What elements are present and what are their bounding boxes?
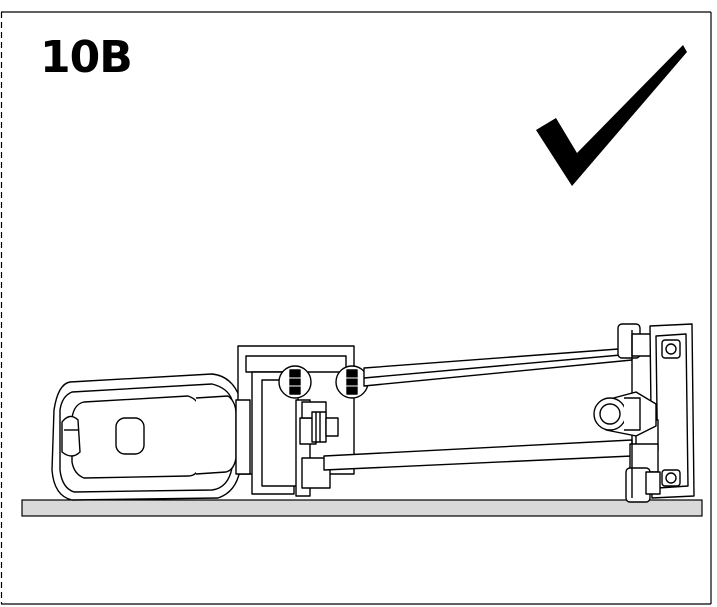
center-bolt — [311, 411, 339, 443]
guide-rods — [323, 347, 633, 471]
clamp-body — [235, 345, 355, 497]
step-label: 10B — [40, 32, 133, 83]
clamp-tool-assembly — [51, 323, 695, 503]
adjust-knob-right — [335, 365, 369, 399]
work-surface — [21, 499, 703, 517]
hex-nut — [593, 391, 657, 437]
checkmark-icon — [536, 45, 687, 186]
end-plate — [617, 323, 695, 503]
tool-handle — [51, 373, 241, 501]
adjust-knob-left — [278, 365, 312, 399]
panel-border — [0, 11, 712, 605]
